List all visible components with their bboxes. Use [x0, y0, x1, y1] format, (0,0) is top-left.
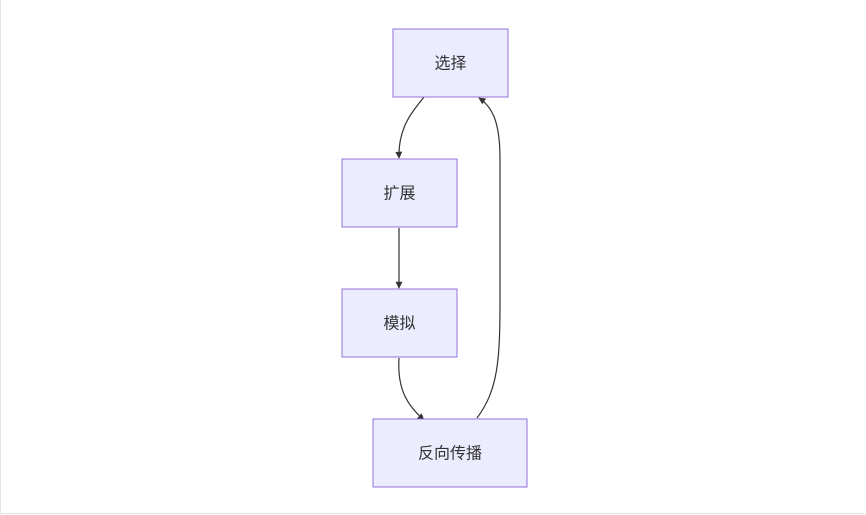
node-simulate[interactable]: 模拟	[341, 288, 458, 358]
node-expand-label: 扩展	[383, 184, 415, 203]
node-backprop[interactable]: 反向传播	[372, 418, 528, 488]
node-expand[interactable]: 扩展	[341, 158, 458, 228]
node-select-label: 选择	[434, 54, 466, 73]
edge-simulate-to-backprop	[398, 357, 425, 421]
node-select[interactable]: 选择	[392, 28, 509, 98]
edge-select-to-expand	[395, 96, 425, 159]
node-simulate-label: 模拟	[383, 314, 415, 333]
edge-backprop-to-select	[476, 97, 501, 419]
node-backprop-label: 反向传播	[418, 444, 482, 463]
